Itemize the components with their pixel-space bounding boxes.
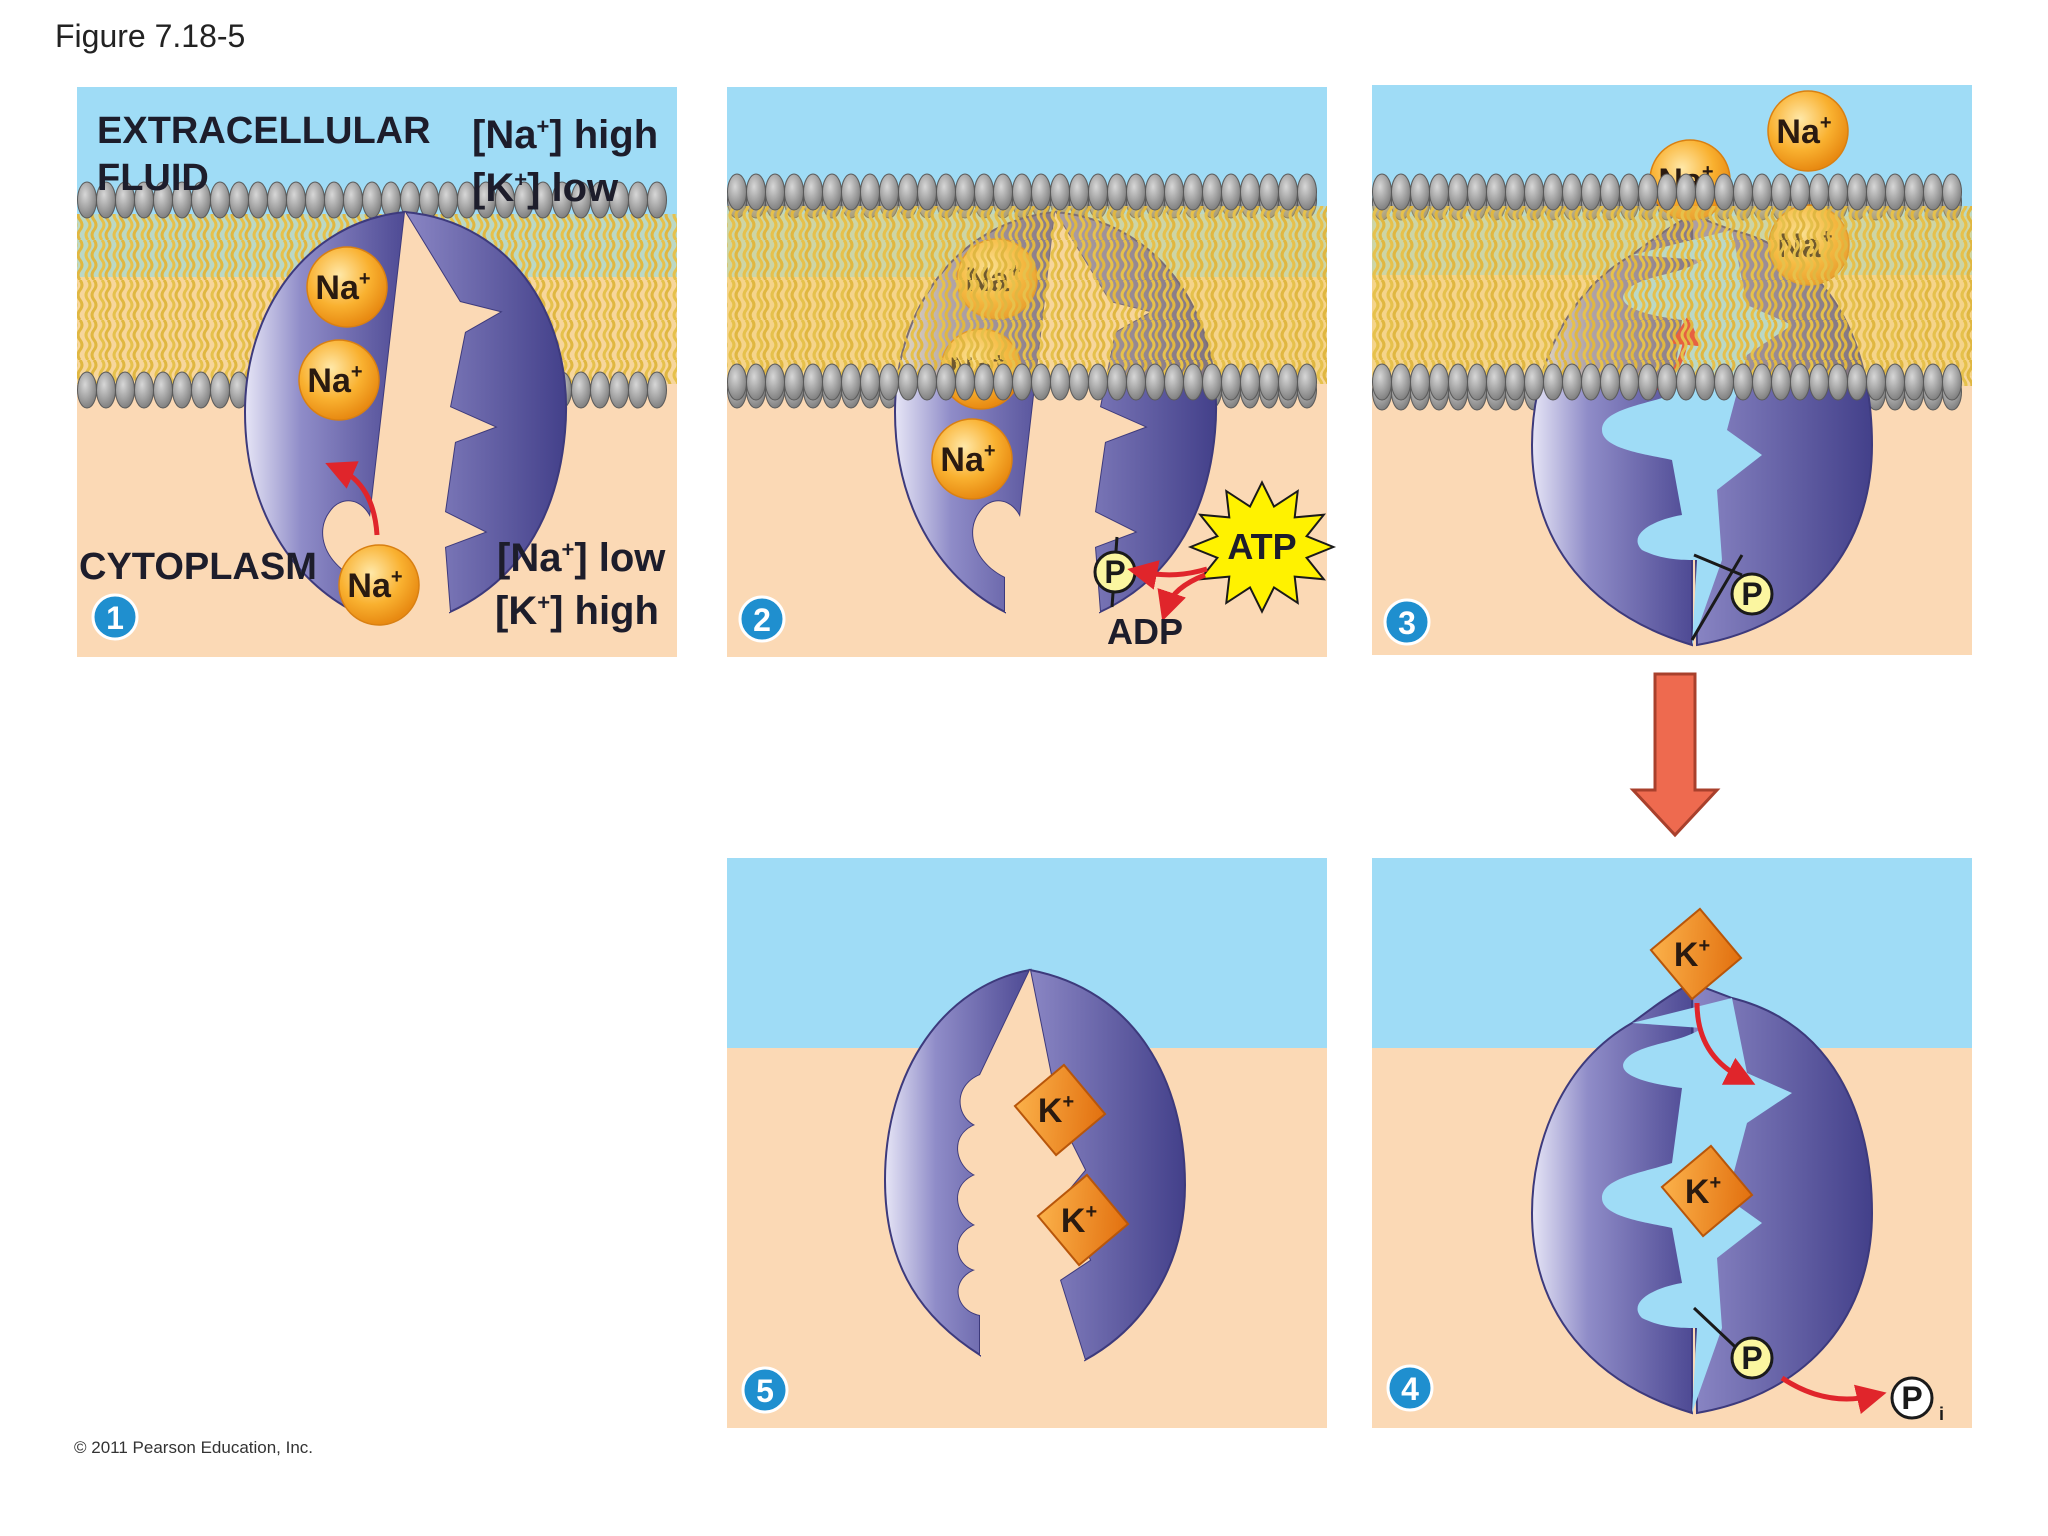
svg-text:i: i <box>1939 1404 1944 1424</box>
movement-arrow <box>1780 1375 1887 1415</box>
svg-text:P: P <box>1741 576 1762 612</box>
sodium-ion: Na+ <box>1767 90 1849 172</box>
movement-arrow <box>1157 572 1206 622</box>
flow-arrow-3-to-4 <box>1629 672 1721 838</box>
svg-text:K+: K+ <box>1038 1091 1074 1130</box>
svg-text:K+: K+ <box>1674 935 1710 974</box>
movement-arrow <box>1127 560 1208 590</box>
sodium-ion: Na+ <box>298 339 380 421</box>
sodium-ion: Na+ <box>931 418 1013 500</box>
lipid-bilayer <box>1372 173 1972 401</box>
svg-text:[Na+] low: [Na+] low <box>497 536 666 580</box>
svg-text:Na+: Na+ <box>1776 112 1831 151</box>
svg-text:P: P <box>1901 1380 1922 1416</box>
svg-text:4: 4 <box>1401 1371 1419 1407</box>
svg-text:P: P <box>1104 554 1125 590</box>
movement-arrow <box>1694 1002 1756 1085</box>
pump-protein <box>883 968 1187 1362</box>
phosphate-group: P <box>1730 572 1774 616</box>
svg-text:FLUID: FLUID <box>97 157 209 199</box>
svg-text:Na+: Na+ <box>307 361 362 400</box>
svg-text:[K+] high: [K+] high <box>495 589 659 633</box>
sodium-ion: Na+ <box>306 246 388 328</box>
svg-text:1: 1 <box>106 600 124 636</box>
potassium-ion: K+ <box>1036 1173 1130 1267</box>
lipid-bilayer <box>727 173 1327 401</box>
svg-text:3: 3 <box>1398 605 1416 641</box>
svg-text:5: 5 <box>756 1373 774 1409</box>
step-number-badge: 1 <box>91 593 139 641</box>
step-number-badge: 4 <box>1386 1364 1434 1412</box>
sodium-ion: Na+ <box>338 544 420 626</box>
potassium-ion: K+ <box>1660 1144 1754 1238</box>
svg-text:ATP: ATP <box>1227 526 1296 567</box>
svg-text:2: 2 <box>753 602 771 638</box>
adp-label: ADP <box>1107 611 1183 652</box>
movement-arrow <box>325 461 380 536</box>
figure-title: Figure 7.18-5 <box>55 18 246 54</box>
svg-text:K+: K+ <box>1061 1201 1097 1240</box>
svg-text:[K+] low: [K+] low <box>472 166 619 210</box>
svg-text:CYTOPLASM: CYTOPLASM <box>79 546 317 588</box>
potassium-ion: K+ <box>1649 907 1743 1001</box>
step-number-badge: 3 <box>1383 598 1431 646</box>
svg-text:EXTRACELLULAR: EXTRACELLULAR <box>97 110 431 152</box>
svg-text:K+: K+ <box>1685 1172 1721 1211</box>
atp-molecule: ATP <box>1187 480 1337 614</box>
svg-text:P: P <box>1741 1340 1762 1376</box>
potassium-ion: K+ <box>1013 1063 1107 1157</box>
copyright-notice: © 2011 Pearson Education, Inc. <box>74 1438 314 1457</box>
step-number-badge: 5 <box>741 1366 789 1414</box>
panel-step-1: EXTRACELLULAR FLUID [Na+] high [K+] lowCYTO… <box>77 87 677 657</box>
step-number-badge: 2 <box>738 595 786 643</box>
phosphate-group: P <box>1730 1336 1774 1380</box>
svg-text:Na+: Na+ <box>315 268 370 307</box>
svg-text:[Na+] high: [Na+] high <box>472 113 658 157</box>
svg-text:Na+: Na+ <box>940 440 995 479</box>
panel-step-5: K+ K+ 5 <box>727 173 1327 1428</box>
svg-text:Na+: Na+ <box>347 566 402 605</box>
phosphate-group: P <box>1093 550 1137 594</box>
